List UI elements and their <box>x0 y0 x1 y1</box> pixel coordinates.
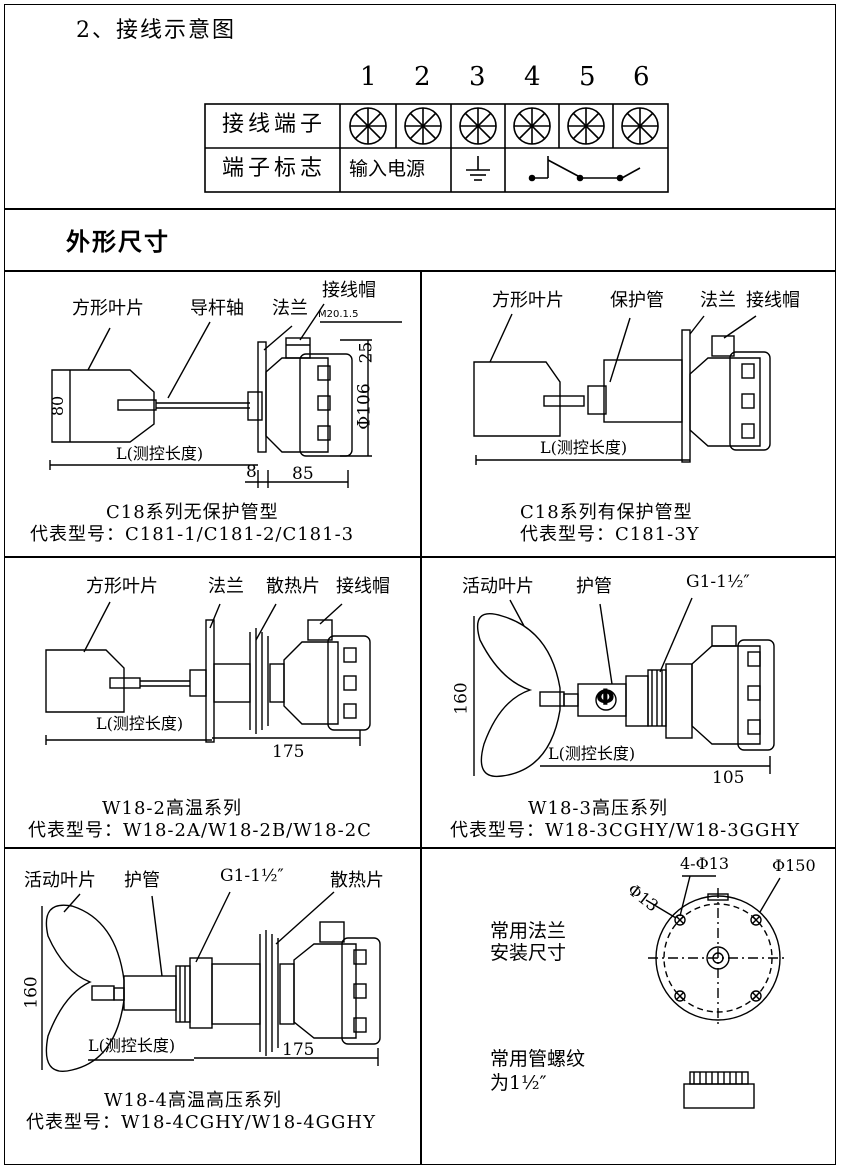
caption-series: C18系列有保护管型 <box>520 502 693 523</box>
wiring-table <box>204 103 669 193</box>
label-guard-tube: 护管 <box>576 576 612 597</box>
wiring-section <box>4 4 836 210</box>
caption-models: 代表型号：W18-3CGHY/W18-3GGHY <box>450 820 801 841</box>
label-wiring-cap: 接线帽 <box>322 280 376 301</box>
dim-length: L(测控长度) <box>96 714 184 733</box>
panel-w18-4 <box>4 847 422 1165</box>
panel-c18-guard <box>420 270 836 558</box>
dim-length: L(测控长度) <box>116 444 204 463</box>
label-movable-paddle: 活动叶片 <box>462 576 534 597</box>
power-input-label: 输入电源 <box>349 158 426 180</box>
label-heat-sink: 散热片 <box>266 576 320 597</box>
caption-models: 代表型号：C181-3Y <box>520 524 700 545</box>
dimensions-heading: 外形尺寸 <box>66 228 170 256</box>
terminal-number: 2 <box>414 62 431 92</box>
row-label-terminals: 接线端子 <box>222 112 327 137</box>
panel-w18-2 <box>4 556 422 849</box>
label-square-paddle: 方形叶片 <box>492 290 564 311</box>
dim-length: L(测控长度) <box>548 744 636 763</box>
thread-spec: M20.1.5 <box>318 309 359 320</box>
dim-phi-symbol: Φ <box>596 686 615 711</box>
relay-contact-icon <box>528 156 641 182</box>
dim-body-length: 105 <box>712 768 745 788</box>
label-guard-tube: 保护管 <box>610 290 664 311</box>
caption-series: W18-3高压系列 <box>528 798 668 819</box>
label-movable-paddle: 活动叶片 <box>24 870 96 891</box>
row-label-marks: 端子标志 <box>222 156 327 181</box>
ground-icon <box>466 156 490 181</box>
caption-models: 代表型号：W18-2A/W18-2B/W18-2C <box>28 820 372 841</box>
label-flange: 法兰 <box>700 290 736 311</box>
terminal-number: 3 <box>469 62 486 92</box>
dim-body-length: 175 <box>282 1040 315 1060</box>
panel-c18-no-guard <box>4 270 422 558</box>
label-wiring-cap: 接线帽 <box>746 290 800 311</box>
dim-housing-length: 85 <box>292 464 314 484</box>
label-thread: G1-1½″ <box>686 572 750 592</box>
terminal-number: 4 <box>524 62 541 92</box>
caption-series: C18系列无保护管型 <box>106 502 279 523</box>
dim-body-length: 175 <box>272 742 305 762</box>
label-wiring-cap: 接线帽 <box>336 576 390 597</box>
label-flange-install: 安装尺寸 <box>490 942 567 964</box>
caption-models: 代表型号：W18-4CGHY/W18-4GGHY <box>26 1112 377 1133</box>
caption-models: 代表型号：C181-1/C181-2/C181-3 <box>30 524 355 545</box>
label-pipe-thread: 为1½″ <box>490 1072 547 1094</box>
terminal-number: 6 <box>633 62 650 92</box>
label-flange-install: 常用法兰 <box>490 920 567 942</box>
label-thread: G1-1½″ <box>220 866 284 886</box>
label-guide-shaft: 导杆轴 <box>190 298 244 319</box>
terminal-number: 5 <box>579 62 596 92</box>
label-pipe-thread: 常用管螺纹 <box>490 1048 586 1070</box>
label-guard-tube: 护管 <box>124 870 160 891</box>
label-heat-sink: 散热片 <box>330 870 384 891</box>
label-flange: 法兰 <box>208 576 244 597</box>
caption-series: W18-4高温高压系列 <box>104 1090 282 1111</box>
bolt-hole-icon <box>674 914 762 1002</box>
panel-flange <box>420 847 836 1165</box>
terminal-screw-icon <box>349 107 659 145</box>
terminal-number: 1 <box>360 62 377 92</box>
label-square-paddle: 方形叶片 <box>86 576 158 597</box>
caption-series: W18-2高温系列 <box>102 798 242 819</box>
wiring-heading: 2、接线示意图 <box>76 18 236 43</box>
panel-w18-3 <box>420 556 836 849</box>
label-flange: 法兰 <box>272 298 308 319</box>
dim-length: L(测控长度) <box>88 1036 176 1055</box>
label-square-paddle: 方形叶片 <box>72 298 144 319</box>
dim-length: L(测控长度) <box>540 438 628 457</box>
dim-flange-thickness: 8 <box>246 462 257 482</box>
dim-flange-diameter: Φ150 <box>772 856 816 875</box>
dim-bolt-holes: 4-Φ13 <box>680 854 730 873</box>
